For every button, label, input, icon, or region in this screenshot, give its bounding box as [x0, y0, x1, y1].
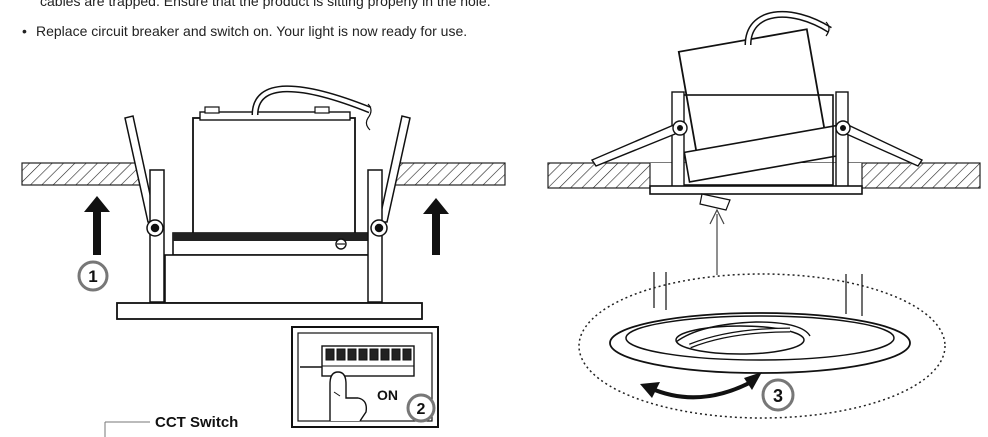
step-1-marker: 1 [77, 260, 109, 292]
zoom-detail-ellipse [578, 273, 946, 419]
cct-switch-label: CCT Switch [155, 414, 238, 431]
right-figure: 3 [547, 10, 981, 419]
cct-switch-inset: ON 2 [291, 326, 439, 428]
zoomed-trim [609, 272, 911, 374]
push-up-arrow-right [423, 198, 449, 255]
instruction-line-1: cables are trapped. Ensure that the prod… [40, 0, 491, 9]
step-3-marker: 3 [761, 378, 795, 412]
push-up-arrow-left [84, 196, 110, 255]
trim-plate [116, 302, 423, 320]
bullet-marker: • [22, 23, 27, 39]
step-2-label: 2 [417, 401, 426, 418]
ceiling-left-slab [21, 162, 141, 186]
step-2-marker: 2 [406, 393, 436, 423]
right-spring-clip [367, 115, 411, 303]
ceiling-right-slab [394, 162, 506, 186]
rotation-arrow [649, 378, 756, 400]
instruction-line-2-text: Replace circuit breaker and switch on. Y… [36, 23, 468, 39]
left-figure: 1 [21, 85, 506, 320]
instruction-line-2: • Replace circuit breaker and switch on.… [22, 23, 467, 39]
right-figure-right-clip [841, 123, 924, 167]
step-1-label: 1 [88, 267, 97, 286]
step-3-label: 3 [773, 386, 783, 406]
on-label: ON [377, 387, 398, 403]
right-figure-left-clip [590, 123, 681, 167]
left-spring-clip [124, 115, 165, 303]
driver-box [192, 117, 356, 239]
hand-icon [329, 371, 368, 422]
cct-switch-callout: CCT Switch [104, 414, 238, 437]
